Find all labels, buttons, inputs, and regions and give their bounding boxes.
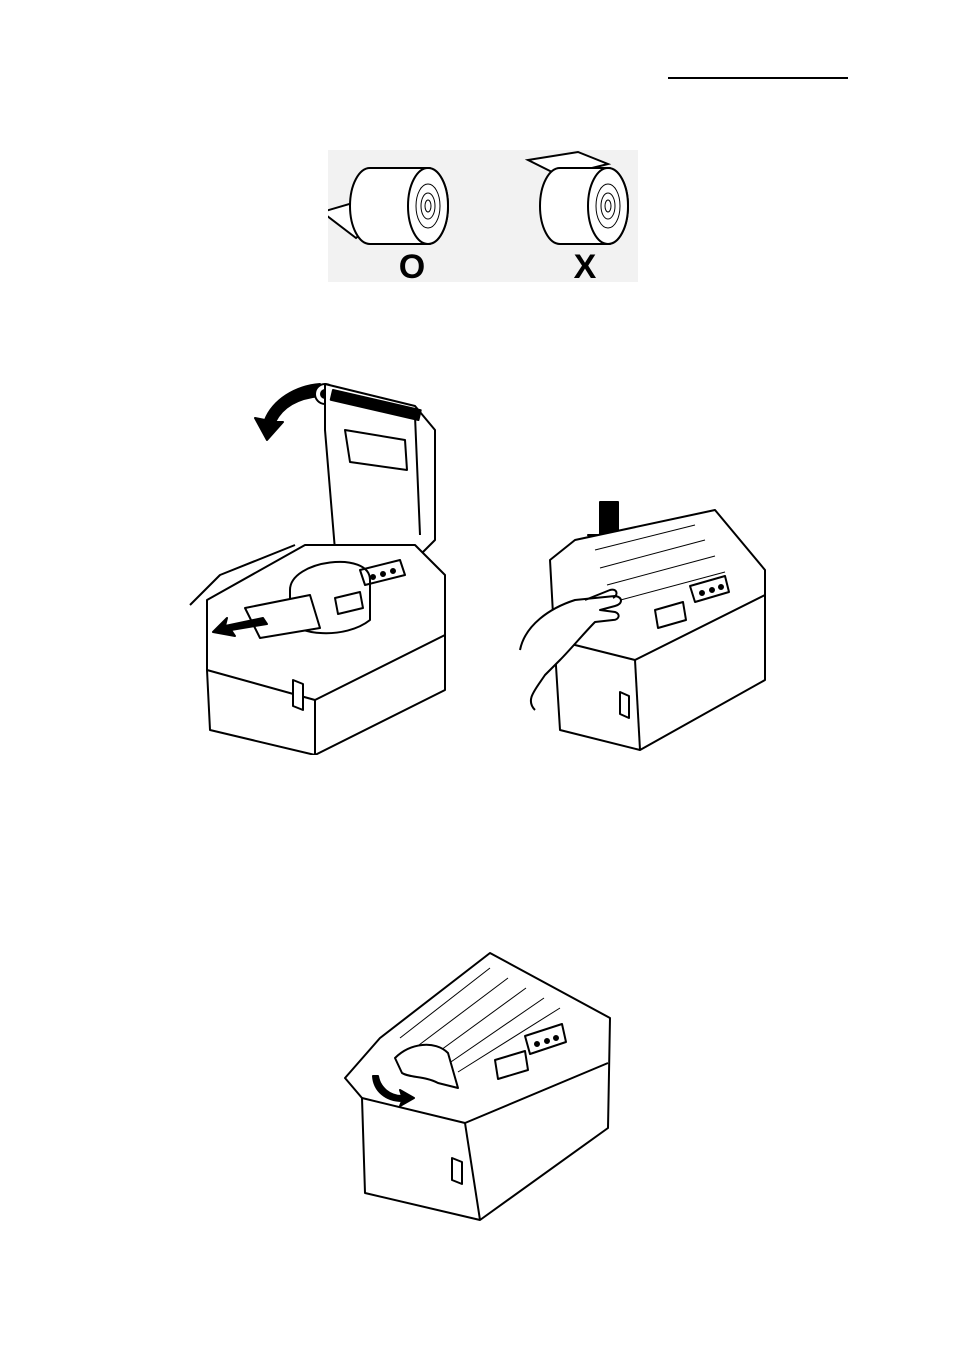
printer-body [344, 952, 611, 1221]
header-rule [668, 77, 848, 79]
correct-mark: O [398, 248, 426, 286]
incorrect-mark: X [573, 248, 597, 286]
hand-icon [519, 595, 622, 711]
correct-roll-icon [328, 167, 449, 245]
tear-paper-figure [340, 948, 615, 1223]
paper-strip [394, 1043, 459, 1089]
paper-roll-figure: O X [328, 150, 638, 286]
tear-arrow-icon [372, 1075, 415, 1107]
open-cover-figure [185, 370, 455, 755]
paper-strip [244, 594, 321, 639]
rotate-arrow-icon [254, 383, 321, 441]
pull-arrow-icon [212, 617, 268, 637]
printer-body [549, 509, 766, 751]
printer-body [206, 544, 446, 755]
incorrect-roll-icon [524, 150, 629, 245]
close-cover-figure [515, 500, 770, 755]
